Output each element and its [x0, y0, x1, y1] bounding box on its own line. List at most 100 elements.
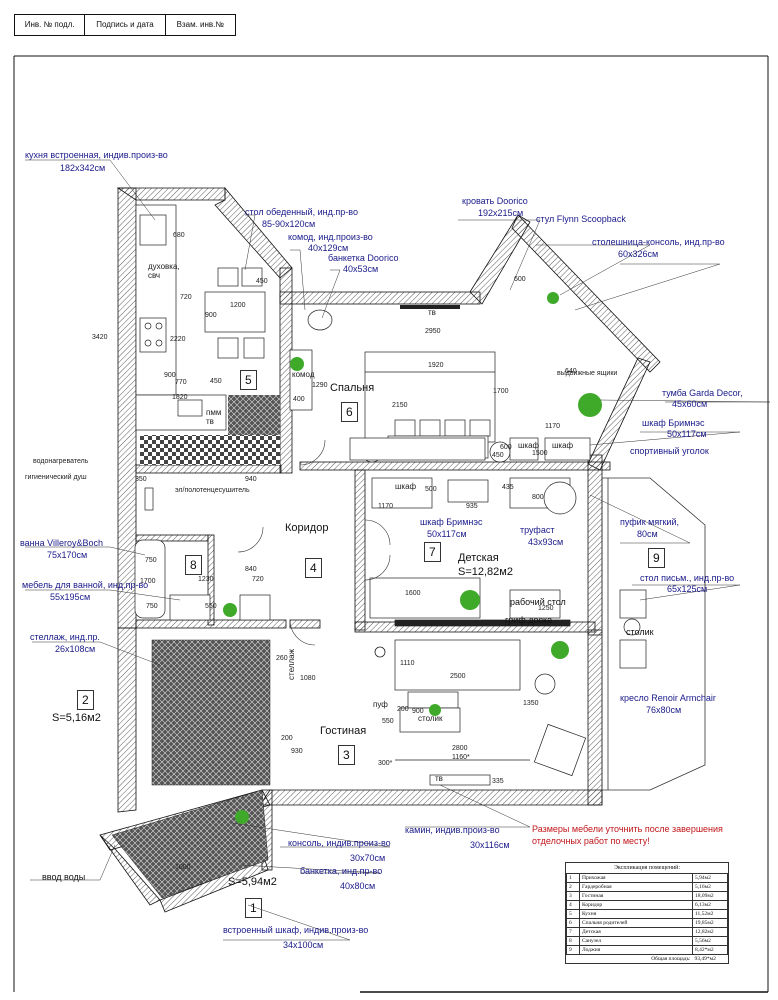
dim: 1820: [172, 394, 188, 401]
dim: 1500: [532, 450, 548, 457]
label-console-hall-size: 30x70см: [350, 853, 386, 863]
label-rack-size: 26x108см: [55, 644, 96, 654]
room-number-living: 3: [338, 745, 355, 765]
dim: 260: [276, 655, 288, 662]
room-name-kids: Детская: [458, 552, 499, 564]
label-trufast: труфаст: [520, 525, 555, 535]
bathroom-fixtures: [134, 487, 271, 621]
label-komod: комод: [292, 370, 315, 379]
dim: 840: [245, 566, 257, 573]
dim: 3420: [92, 334, 108, 341]
label-console-hall: консоль, индив.произ-во: [288, 838, 391, 848]
plants: [223, 292, 602, 824]
label-chest-size: 40x129см: [308, 243, 349, 253]
label-water-input: ввод воды: [42, 872, 86, 882]
label-trufast-size: 43x93см: [528, 537, 564, 547]
label-wardrobe-brimnes-r: шкаф Бримнэс: [642, 418, 705, 428]
bedroom-shkaf-right: [544, 437, 591, 461]
dim: 1230: [198, 576, 214, 583]
label-bed: кровать Doorico: [462, 196, 528, 206]
loggia-outline: [601, 477, 706, 791]
room-area: 8,42*м2: [692, 945, 728, 955]
label-desk: стол письм., инд.пр-во: [640, 573, 735, 583]
label-sport: спортивный уголок: [630, 446, 709, 456]
row-number: 5: [566, 909, 580, 919]
room-area-kids: S=12,82м2: [458, 566, 513, 578]
row-number: 8: [566, 936, 580, 946]
dim: 2950: [425, 328, 441, 335]
label-tv-kitchen: тв: [206, 417, 214, 426]
dining-table: [204, 267, 266, 359]
room-area-hall: S=5,94м2: [228, 876, 277, 888]
dim: 1920: [428, 362, 444, 369]
dim: 400: [293, 396, 305, 403]
room-area: 18,09м2: [692, 891, 728, 901]
dim: 1290: [312, 382, 328, 389]
room-number-kitchen: 5: [240, 370, 257, 390]
label-towel: эл/полотенцесушитель: [175, 487, 250, 494]
bedroom-wardrobe: [349, 437, 486, 461]
room-number-bath: 8: [185, 555, 202, 575]
room-number-bedroom: 6: [341, 402, 358, 422]
dim: 600: [514, 276, 526, 283]
dim: 1000: [175, 864, 191, 871]
label-fireplace-size: 30x116см: [470, 840, 510, 850]
label-table: стол обеденный, инд.пр-во: [245, 207, 358, 217]
dim: 335: [492, 778, 504, 785]
dim: 800: [532, 494, 544, 501]
dim: 435: [502, 484, 514, 491]
dim: 550: [382, 718, 394, 725]
dim: 935: [466, 503, 478, 510]
label-stellazh: стеллаж: [286, 649, 296, 680]
label-bed-size: 192x215см: [478, 208, 524, 218]
dim: 450: [492, 452, 504, 459]
dim: 200: [281, 735, 293, 742]
dim: 1700: [140, 578, 156, 585]
room-number-hall: 1: [245, 898, 262, 918]
room-number-loggia: 9: [648, 548, 665, 568]
room-area: 5,56м2: [692, 936, 728, 946]
row-number: 7: [566, 927, 580, 937]
label-fireplace: камин, индив.произ-во: [405, 825, 500, 835]
label-rack: стеллаж, инд.пр.: [30, 632, 100, 642]
room-name-living: Гостиная: [320, 725, 367, 737]
dim: 720: [252, 576, 264, 583]
dim: 1110: [400, 660, 415, 667]
room-name: Лоджия: [579, 945, 693, 955]
room-area-wardrobe: S=5,16м2: [52, 712, 101, 724]
label-desk-size: 65x125см: [667, 584, 708, 594]
dim: 640: [565, 368, 577, 375]
room-name: Коридор: [579, 900, 693, 910]
title-stamp: Инв. № подл. Подпись и дата Взам. инв.№: [14, 14, 236, 36]
label-tv-living: тв: [435, 774, 443, 783]
room-area: 19,85м2: [692, 918, 728, 928]
label-bench-bedroom-size: 40x53см: [343, 264, 379, 274]
dim: 770: [175, 379, 187, 386]
label-pouf-size: 80см: [637, 529, 658, 539]
room-name: Кухня: [579, 909, 693, 919]
dim: 750: [146, 603, 158, 610]
explication-total-value: 93,49*м2: [694, 956, 716, 962]
label-armchair: кресло Renoir Armchair: [620, 693, 716, 703]
leader-lines: [25, 159, 771, 941]
dim: 900: [164, 372, 176, 379]
label-builtin-wardrobe: встроенный шкаф, индив.произ-во: [223, 925, 369, 935]
label-bench-bedroom: банкетка Doorico: [328, 253, 399, 263]
dim: 900: [412, 708, 424, 715]
dim: 600: [500, 444, 512, 451]
dim: 720: [180, 294, 192, 301]
dim: 2150: [392, 402, 408, 409]
label-shkaf-2: шкаф: [518, 441, 540, 450]
label-bath: ванна Villeroy&Boch: [20, 538, 103, 548]
label-wardrobe-brimnes-c-size: 50x117см: [427, 529, 467, 539]
dim: 1700: [493, 388, 509, 395]
dim: 1600: [405, 590, 421, 597]
label-pmm: пмм: [206, 408, 222, 417]
sofa: [394, 639, 556, 786]
